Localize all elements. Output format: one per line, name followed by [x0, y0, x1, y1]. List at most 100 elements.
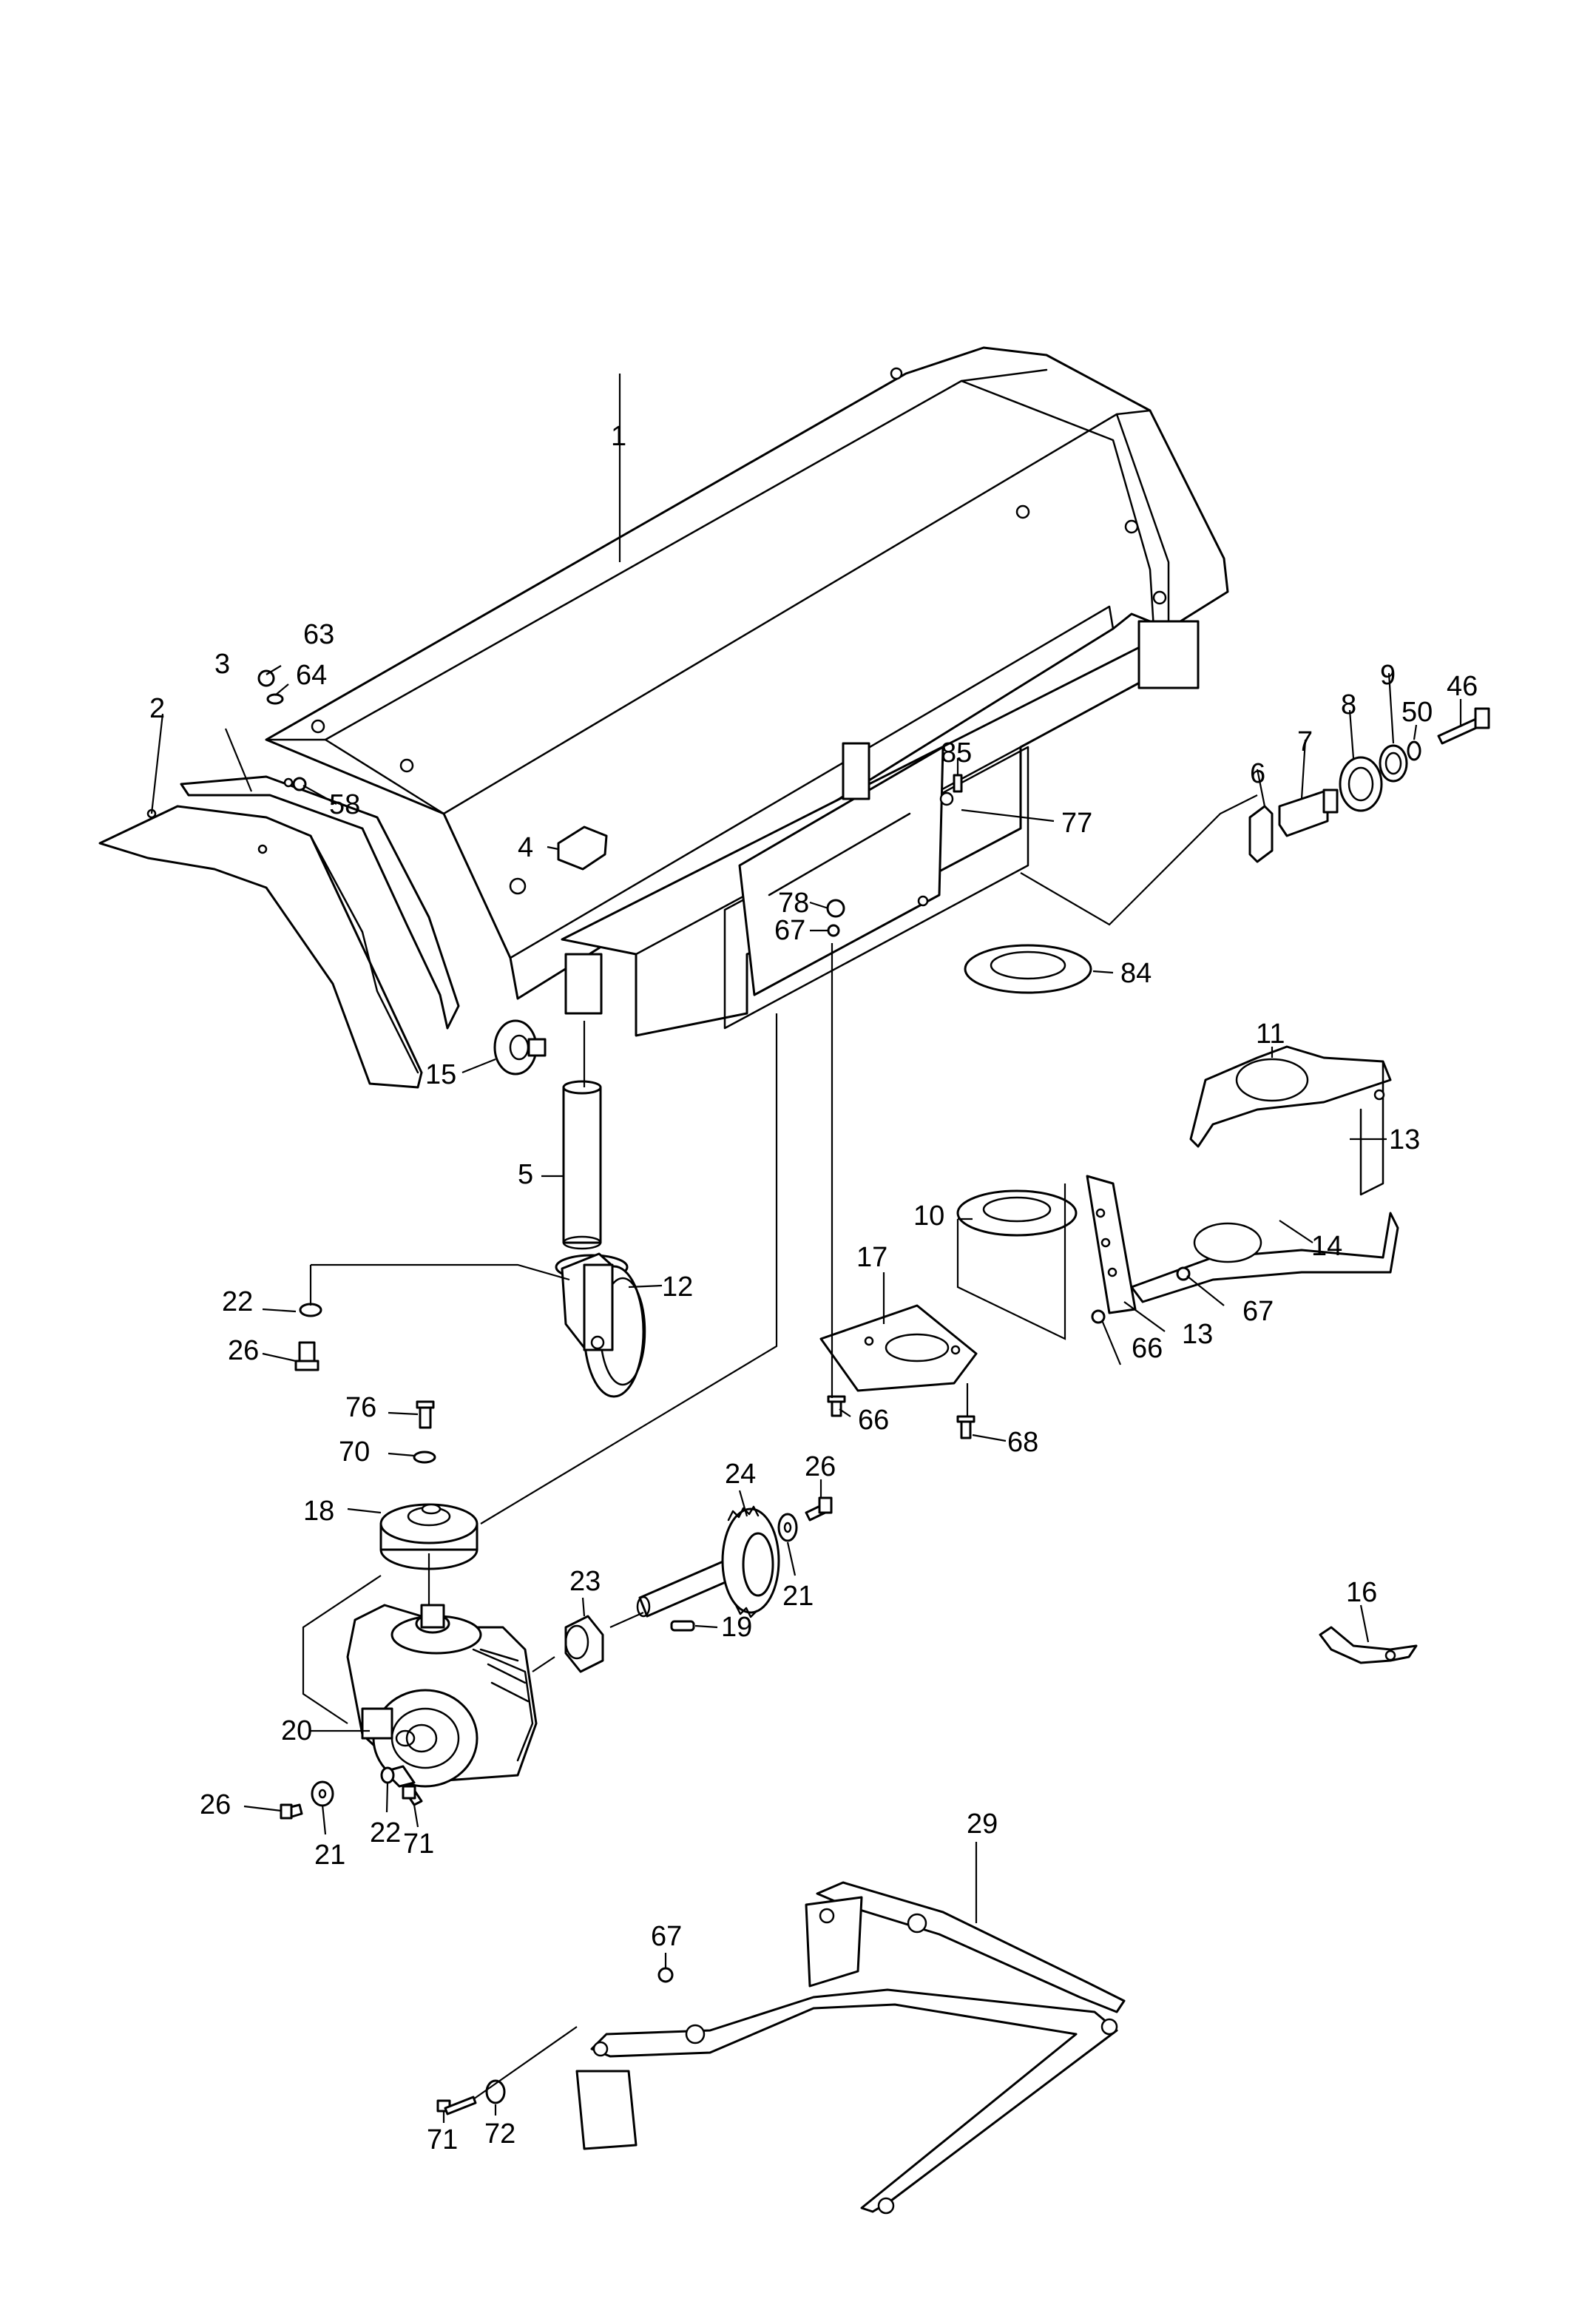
label-part-13-a: 13	[1389, 1124, 1420, 1155]
plate-part-17	[819, 1304, 978, 1392]
bolt-part-71-a	[402, 1785, 423, 1806]
label-part-5: 5	[518, 1159, 533, 1190]
nut-part-78	[826, 899, 845, 918]
label-part-12: 12	[662, 1272, 693, 1303]
bolt-part-26-c	[280, 1803, 303, 1820]
bearing-part-8	[1339, 756, 1383, 812]
label-part-18: 18	[303, 1496, 334, 1527]
label-part-46: 46	[1447, 671, 1478, 702]
label-part-22-b: 22	[370, 1817, 401, 1848]
plate-part-3	[180, 775, 460, 1030]
label-part-63: 63	[303, 619, 334, 650]
label-part-50: 50	[1401, 697, 1433, 728]
knob-part-15	[493, 1019, 547, 1076]
label-part-1: 1	[611, 421, 626, 452]
label-part-7: 7	[1297, 726, 1313, 757]
label-part-9: 9	[1380, 660, 1396, 691]
label-part-66-a: 66	[1132, 1333, 1163, 1364]
nut-part-67-b	[1176, 1266, 1191, 1281]
bracket-part-14	[1130, 1212, 1399, 1303]
ring-plate-part-84	[964, 944, 1092, 994]
label-part-71-b: 71	[427, 2124, 458, 2155]
bolt-part-26-a	[294, 1341, 319, 1371]
washer-part-22-a	[299, 1303, 322, 1317]
label-part-72: 72	[484, 2118, 515, 2150]
label-part-71-a: 71	[403, 1829, 434, 1860]
label-part-21-a: 21	[782, 1581, 814, 1612]
block-part-6	[1248, 805, 1274, 863]
label-part-17: 17	[856, 1242, 887, 1273]
bolt-part-68	[956, 1415, 975, 1439]
label-part-19: 19	[721, 1612, 752, 1643]
label-part-8: 8	[1341, 689, 1356, 720]
ring-plate-part-10	[956, 1189, 1078, 1237]
bolt-part-85	[953, 774, 963, 793]
label-part-4: 4	[518, 832, 533, 863]
label-part-78: 78	[778, 888, 809, 919]
washer-part-21-b	[311, 1780, 334, 1807]
label-part-22-a: 22	[222, 1286, 253, 1317]
plug-part-4	[557, 825, 608, 871]
housing-part-1	[265, 346, 1229, 1000]
frame-part-29	[575, 1881, 1126, 2215]
label-part-10: 10	[913, 1201, 944, 1232]
label-part-84: 84	[1120, 958, 1152, 989]
label-part-3: 3	[214, 649, 230, 680]
part-labels: 1 2 3 4 5 6 7 8 9 10 11 12 13 13 14 15 1…	[149, 421, 1478, 2155]
label-part-68: 68	[1007, 1427, 1038, 1458]
frame-channel	[561, 620, 1200, 1037]
nut-part-67-c	[657, 1967, 674, 1983]
label-part-29: 29	[967, 1809, 998, 1840]
nut-part-67-a	[827, 924, 840, 937]
label-part-6: 6	[1250, 758, 1265, 789]
plate-part-13-a	[1086, 1175, 1137, 1314]
post-part-5	[562, 1080, 602, 1250]
pin-part-7	[1278, 789, 1339, 837]
label-part-64: 64	[296, 660, 327, 691]
washer-part-64	[266, 693, 284, 705]
clip-part-16	[1319, 1626, 1418, 1664]
gearbox-part-20	[346, 1604, 538, 1788]
assembly-lines	[150, 374, 1462, 2123]
label-part-66-b: 66	[858, 1405, 889, 1436]
bolt-part-71-b	[436, 2096, 477, 2116]
label-part-67-a: 67	[774, 915, 805, 946]
label-part-26-c: 26	[200, 1789, 231, 1820]
label-part-67-b: 67	[1242, 1296, 1274, 1327]
label-part-58: 58	[329, 789, 360, 820]
label-part-2: 2	[149, 693, 165, 724]
label-part-85: 85	[941, 737, 972, 769]
washer-part-70	[413, 1451, 436, 1464]
washer-part-22-b	[380, 1766, 395, 1784]
label-part-11: 11	[1256, 1019, 1285, 1050]
label-part-77: 77	[1061, 808, 1092, 839]
shield-part-2	[98, 805, 423, 1089]
label-part-24: 24	[725, 1459, 756, 1490]
label-part-20: 20	[281, 1715, 312, 1746]
label-part-26-a: 26	[228, 1335, 259, 1366]
washer-part-50	[1407, 740, 1421, 761]
label-part-23: 23	[569, 1566, 601, 1597]
label-part-14: 14	[1311, 1231, 1342, 1262]
label-part-16: 16	[1346, 1577, 1377, 1608]
label-part-26-b: 26	[805, 1451, 836, 1482]
caster-part-12	[555, 1252, 646, 1398]
bolt-part-46	[1437, 707, 1490, 745]
bushing-part-23	[564, 1615, 604, 1673]
bolt-part-76	[416, 1400, 435, 1429]
bolt-part-26-b	[805, 1496, 833, 1522]
label-part-67-c: 67	[651, 1921, 682, 1952]
sprocket-part-24	[636, 1505, 780, 1618]
bolt-part-66-a	[1091, 1309, 1106, 1324]
key-part-19	[670, 1620, 695, 1632]
label-part-13-b: 13	[1182, 1319, 1213, 1350]
screw-part-58	[292, 777, 307, 791]
label-part-21-b: 21	[314, 1840, 345, 1871]
ring-part-9	[1379, 744, 1408, 783]
label-part-70: 70	[339, 1436, 370, 1468]
bracket-part-11	[1189, 1045, 1392, 1196]
label-part-15: 15	[425, 1059, 456, 1090]
label-part-76: 76	[345, 1392, 376, 1423]
screw-part-63	[257, 669, 275, 687]
